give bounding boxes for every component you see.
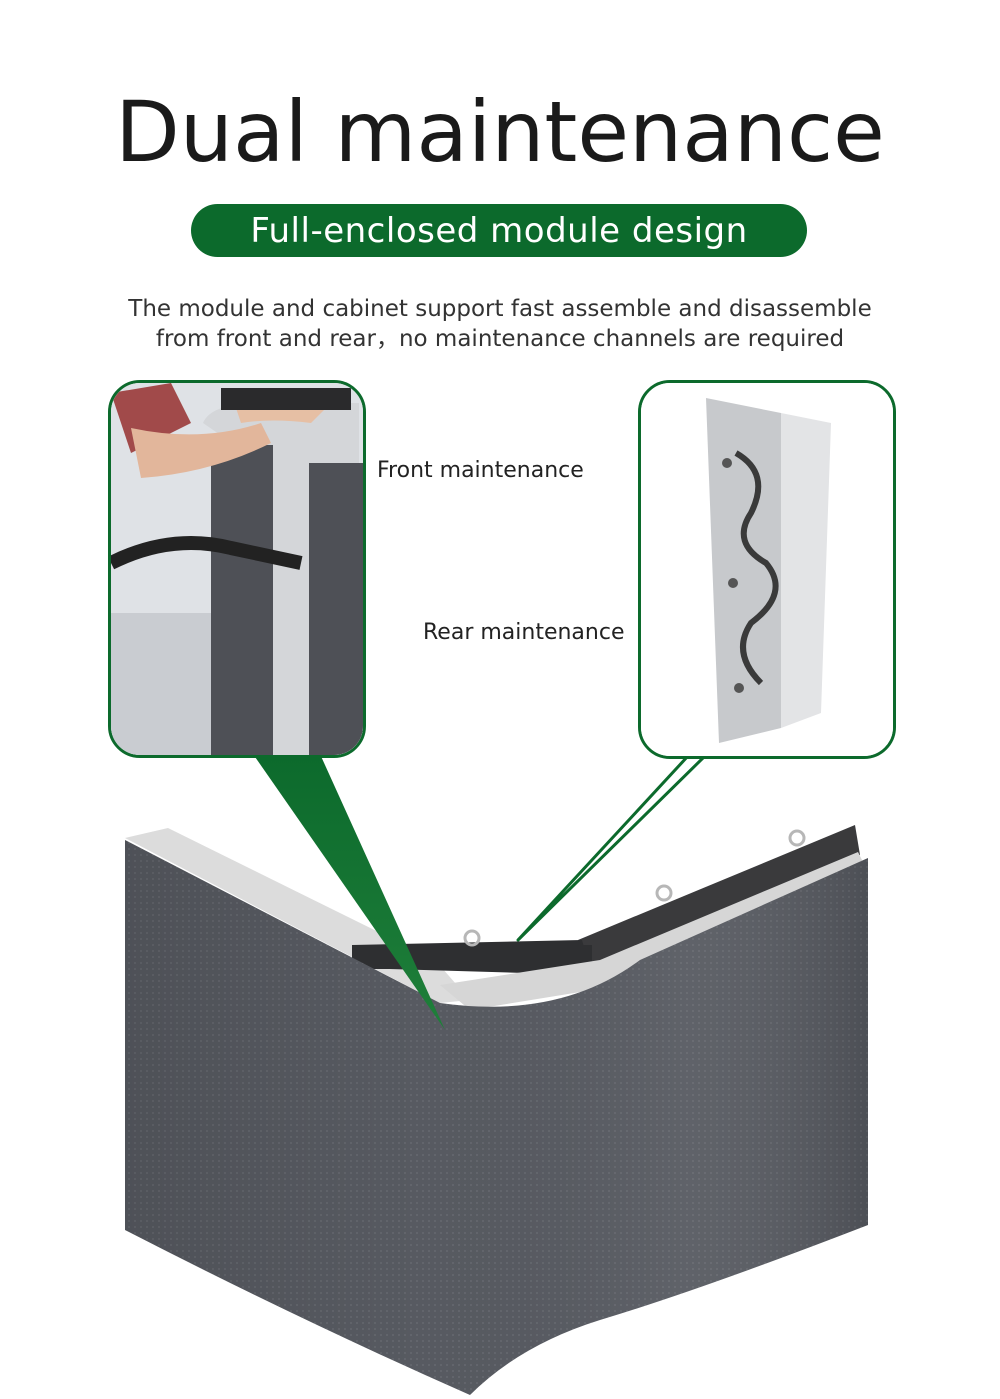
description-line-1: The module and cabinet support fast asse… [128,296,872,322]
page-title: Dual maintenance [115,83,885,181]
front-maintenance-label: Front maintenance [377,458,584,483]
front-callout-pointer [253,754,445,1030]
description: The module and cabinet support fast asse… [0,294,1000,354]
description-line-2: from front and rear，no maintenance chann… [155,326,845,352]
rear-maintenance-label: Rear maintenance [423,620,625,645]
rear-maintenance-photo [638,380,896,759]
front-maintenance-photo [108,380,366,758]
eye-bolt-icon [463,829,806,947]
subtitle-pill: Full-enclosed module design [191,204,807,257]
